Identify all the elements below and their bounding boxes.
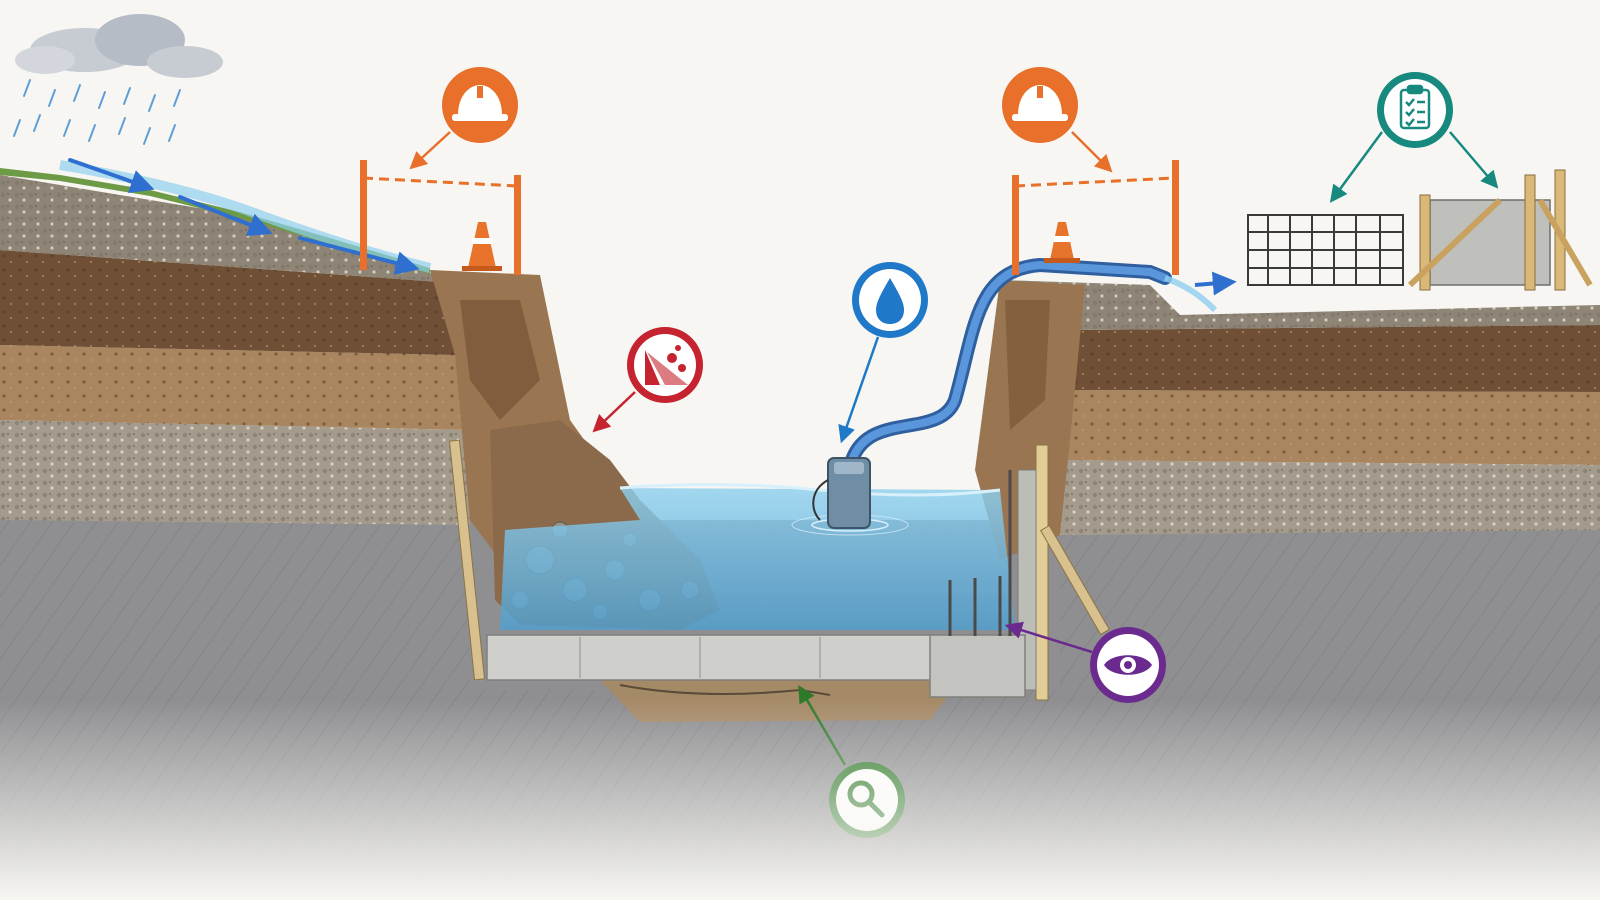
slab-void-crack [619,684,831,696]
rain-drops [13,79,181,145]
left-shoring-board [448,439,486,681]
hard-hat-callout-left [409,67,518,170]
leader-arrow [838,336,880,444]
leader-arrow [592,391,636,433]
clipboard-checklist-icon [1399,84,1431,130]
leader-arrow [1329,131,1384,203]
hard-hat-icon [1012,85,1068,121]
leader-arrow [1449,131,1499,189]
barrier-stake [1012,175,1019,275]
barrier-stake [1172,160,1179,275]
right-shoring-brace [1039,524,1111,636]
right-edge-barrier [1012,160,1179,275]
eye-icon [1104,655,1152,675]
right-wall-face [975,280,1085,560]
runoff-arrow-2 [178,195,273,237]
collapse-hazard-callout [592,327,703,433]
formwork-panel [1407,169,1593,291]
submersible-pump [827,457,871,529]
bottom-fade [0,700,1600,900]
hard-hat-icon [452,85,508,121]
water-drop-icon [876,278,904,324]
left-bank [0,168,470,525]
barrier-stake [514,175,521,275]
slope-collapse-icon [645,345,688,385]
rebar-dowels [948,470,1012,636]
water-surface [619,482,1001,497]
inspection-callout [1004,621,1166,703]
hose-discharge-spray [1163,275,1218,313]
right-shoring-board [1035,444,1049,701]
rebar-cage-stack [1247,214,1404,286]
planning-callout [1329,72,1499,203]
water-callout [838,262,928,444]
runoff-arrow-1 [68,158,155,193]
flooded-pit-water [500,482,1015,630]
rain-cloud-icon [13,14,223,145]
concrete-footing [929,634,1026,698]
dewatering-pump [812,257,1237,529]
runoff-arrow-3 [298,236,420,275]
barrier-stake [360,160,367,270]
hard-hat-callout-right [1002,67,1113,173]
left-grass [0,168,430,274]
leader-arrow [1071,131,1113,173]
concrete-slab [486,634,933,681]
leader-arrow [409,131,451,170]
left-edge-barrier [360,160,521,275]
discharge-arrow [1194,271,1237,296]
leader-arrow [1004,621,1093,654]
traffic-cone [468,222,496,268]
surface-runoff [59,158,432,275]
right-bank [1000,280,1600,535]
